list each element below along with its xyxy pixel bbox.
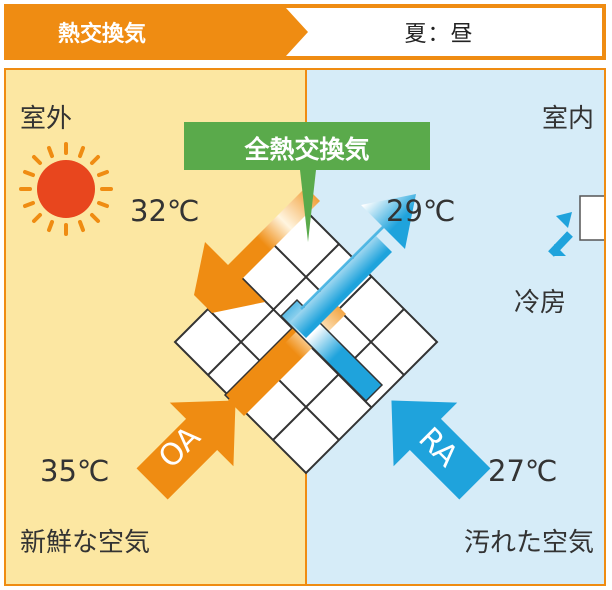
exchanger-callout [184,122,430,242]
indoor-label: 室内 [541,104,594,134]
outdoor-air-temp: 35℃ [40,454,110,488]
cooling-arrow-icon [546,212,573,257]
exhaust-temp: 29℃ [386,194,456,228]
exchanger-label: 全熱交換気 [244,135,370,164]
oa-inlet-arrow [136,400,236,500]
ra-inlet-arrow [391,400,491,500]
cooling-label: 冷房 [514,288,567,318]
air-conditioner-icon [579,195,604,241]
supply-temp: 32℃ [130,194,200,228]
header-arrow-shape [286,8,602,56]
dirty-air-label: 汚れた空気 [463,528,594,558]
return-air-temp: 27℃ [488,454,558,488]
exhaust-air-flow-arrow [279,194,416,403]
sun-icon [19,142,113,236]
diagram-panel: 室外 室内 全熱交換気 32℃ 29℃ 冷房 OA RA 35℃ 27℃ 新鮮な… [4,68,606,586]
season-label: 夏：昼 [404,22,474,47]
outdoor-label: 室外 [20,104,73,134]
header-title: 熱交換気 [58,22,147,47]
fresh-air-label: 新鮮な空気 [20,528,151,558]
header-bar: 熱交換気 夏：昼 [4,4,606,60]
heat-exchange-diagram [6,70,604,584]
